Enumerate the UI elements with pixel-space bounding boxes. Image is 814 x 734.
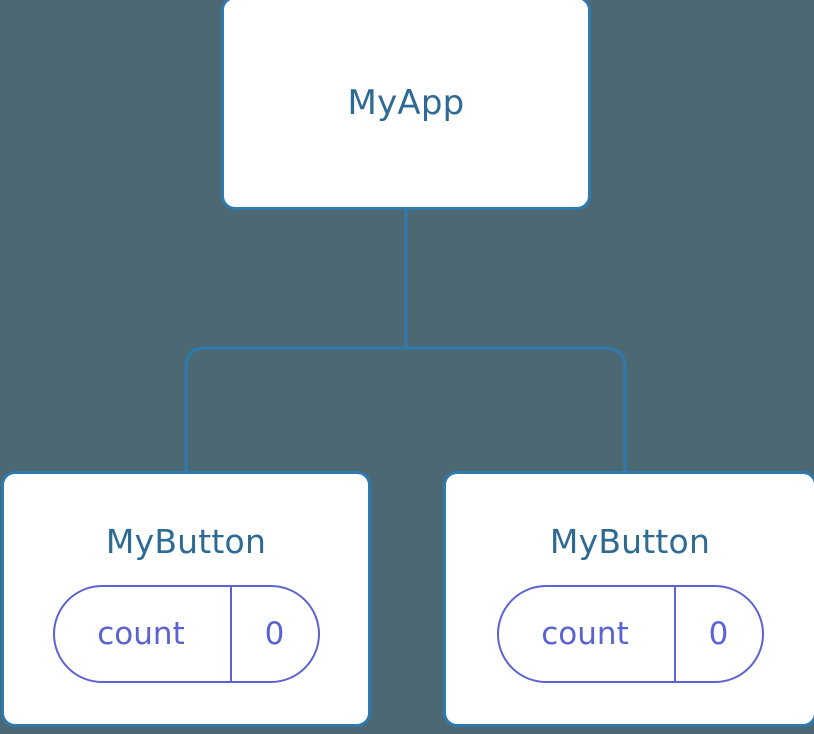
connector-branch-left (184, 346, 406, 474)
state-value-left: 0 (264, 615, 285, 652)
node-body: MyButton count 0 (4, 474, 368, 683)
connector-branch-right (406, 346, 627, 474)
node-mybutton-right-label: MyButton (549, 522, 711, 561)
state-key-left: count (55, 587, 232, 681)
node-myapp[interactable]: MyApp (221, 0, 591, 210)
node-mybutton-right[interactable]: MyButton count 0 (443, 471, 814, 727)
node-mybutton-left-label: MyButton (105, 522, 267, 561)
node-myapp-label: MyApp (347, 83, 465, 123)
node-mybutton-left[interactable]: MyButton count 0 (1, 471, 371, 727)
state-pill-right[interactable]: count 0 (496, 585, 764, 683)
state-pill-left[interactable]: count 0 (52, 585, 320, 683)
state-value-right: 0 (708, 615, 729, 652)
node-body: MyButton count 0 (446, 474, 814, 683)
state-key-right: count (499, 587, 676, 681)
